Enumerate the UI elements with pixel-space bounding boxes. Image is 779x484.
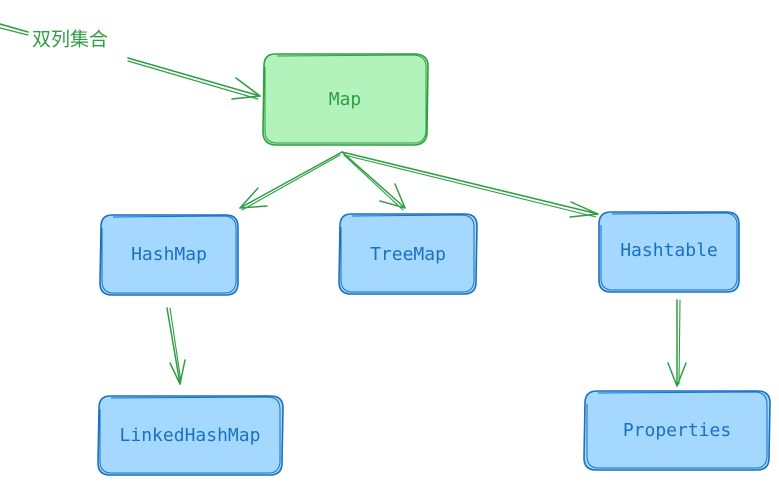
node-linkedhashmap-box	[97, 395, 284, 476]
node-hashtable-box-sketch	[600, 212, 738, 291]
node-hashmap-box-sketch	[101, 215, 237, 294]
node-linkedhashmap[interactable]: LinkedHashMap	[97, 395, 284, 476]
node-treemap-label: TreeMap	[370, 244, 446, 265]
edge-map-to-hashtable	[341, 151, 599, 218]
node-map-label: Map	[329, 89, 362, 110]
node-properties-box-sketch	[586, 391, 768, 469]
node-properties-box	[583, 390, 771, 471]
node-hashmap[interactable]: HashMap	[99, 214, 239, 296]
node-linkedhashmap-box-sketch	[99, 396, 281, 474]
edge-map-to-hashmap	[239, 151, 343, 211]
node-hashmap-label: HashMap	[131, 244, 207, 265]
node-treemap[interactable]: TreeMap	[338, 213, 478, 295]
node-treemap-box	[338, 213, 478, 295]
node-hashtable[interactable]: Hashtable	[598, 211, 740, 293]
node-linkedhashmap-label: LinkedHashMap	[120, 425, 261, 446]
node-map[interactable]: Map	[262, 53, 429, 146]
node-hashtable-box	[598, 211, 740, 293]
node-hashtable-label: Hashtable	[620, 240, 718, 261]
edges	[0, 23, 687, 387]
node-treemap-box-sketch	[340, 214, 475, 293]
edge-caption-to-map	[0, 23, 261, 100]
edge-hashtable-to-properties	[667, 299, 687, 387]
node-map-box-sketch	[264, 54, 427, 144]
caption-label: 双列集合	[32, 29, 108, 51]
edge-map-to-treemap	[341, 151, 406, 211]
edge-hashmap-to-linkedhashmap	[166, 307, 186, 385]
node-map-box	[262, 53, 429, 146]
node-properties-label: Properties	[623, 420, 731, 441]
node-properties[interactable]: Properties	[583, 390, 771, 471]
node-hashmap-box	[99, 214, 239, 296]
